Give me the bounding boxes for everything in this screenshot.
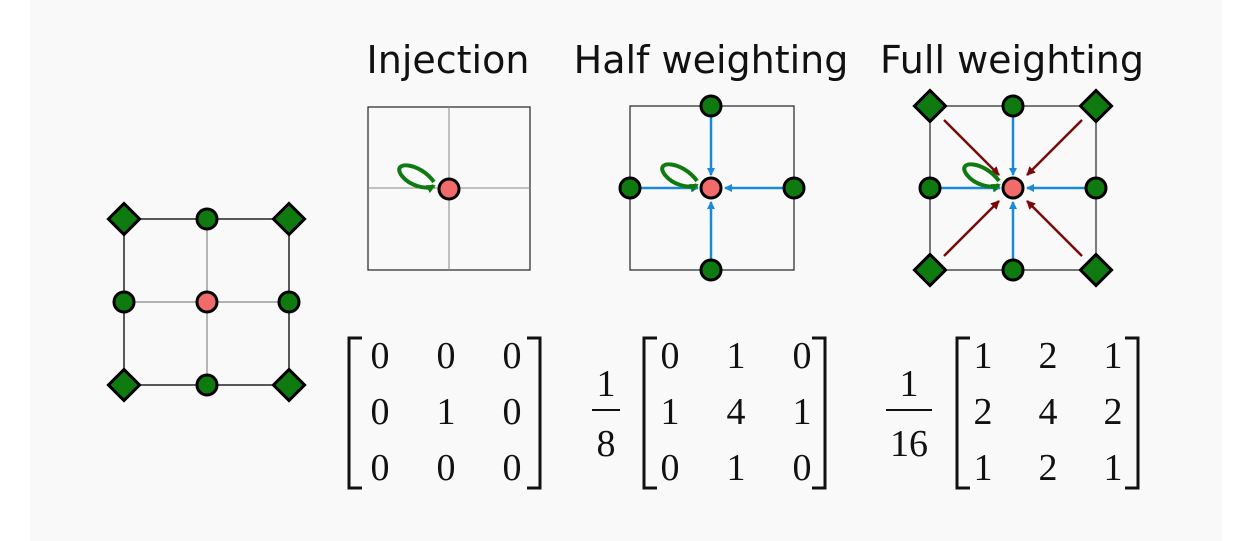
diamond-node-icon [271,367,307,403]
circle-node-icon [782,176,806,200]
center-node-icon [195,290,219,314]
half-weighting-stencil [618,94,806,282]
diamond-node-icon [1078,88,1114,124]
right-bracket [812,336,827,490]
title-injection: Injection [366,38,530,82]
center-node-icon [1001,176,1025,200]
diamond-node-icon [912,252,948,288]
injection-stencil [367,106,531,271]
matrix-cell: 0 [371,447,390,489]
matrix-cell: 2 [1039,447,1058,489]
matrix-cell: 0 [503,391,522,433]
arrow-icon [943,200,1000,257]
matrix-cell: 1 [1104,335,1123,377]
matrix-injection: 0 0 0 0 1 0 0 0 0 [347,335,542,490]
matrix-full-weighting: 1 16 1 2 1 2 4 2 1 2 1 [886,335,1140,490]
self-arrow-icon [397,163,436,194]
matrix-cell: 0 [503,447,522,489]
matrix-cell: 2 [1039,335,1058,377]
circle-node-icon [1084,176,1108,200]
matrix-cell: 0 [793,447,812,489]
circle-node-icon [699,94,723,118]
prefactor-denominator: 16 [890,423,928,465]
matrix-cell: 1 [793,391,812,433]
left-stencil [106,201,307,403]
circle-node-icon [918,176,942,200]
matrix-cell: 1 [727,335,746,377]
circle-node-icon [699,258,723,282]
left-bracket [347,336,362,490]
matrix-cell: 1 [1104,447,1123,489]
circle-node-icon [195,207,219,231]
left-bracket [955,336,970,490]
matrix-cell: 0 [503,335,522,377]
diamond-node-icon [1078,252,1114,288]
arrow-icon [1026,119,1083,176]
left-nodes [106,201,307,403]
arrow-icon [1026,200,1083,257]
matrix-cell: 0 [371,335,390,377]
circle-node-icon [195,373,219,397]
matrix-cell: 0 [437,447,456,489]
matrix-cell: 0 [661,447,680,489]
diamond-node-icon [912,88,948,124]
right-bracket [527,336,542,490]
matrix-cell: 0 [437,335,456,377]
diamond-node-icon [106,367,142,403]
matrix-cell: 4 [1039,391,1058,433]
full-weighting-stencil [912,88,1114,288]
arrow-icon [943,119,1000,176]
matrix-cell: 1 [727,447,746,489]
center-node-icon [699,176,723,200]
matrix-cell: 2 [974,391,993,433]
circle-node-icon [112,290,136,314]
matrix-cell: 1 [974,447,993,489]
matrix-cell: 1 [974,335,993,377]
prefactor-numerator: 1 [597,363,616,405]
diamond-node-icon [106,201,142,237]
title-half-weighting: Half weighting [573,38,849,82]
prefactor-denominator: 8 [597,423,616,465]
self-arrow-icon [962,162,1001,193]
matrix-cell: 4 [727,391,746,433]
matrix-cell: 0 [371,391,390,433]
matrix-cell: 2 [1104,391,1123,433]
diamond-node-icon [271,201,307,237]
matrix-half-weighting: 1 8 0 1 0 1 4 1 0 1 0 [592,335,827,490]
circle-node-icon [618,176,642,200]
self-arrow-icon [660,162,699,193]
matrix-cell: 1 [437,391,456,433]
matrix-cell: 0 [793,335,812,377]
matrix-cell: 0 [661,335,680,377]
circle-node-icon [277,290,301,314]
title-full-weighting: Full weighting [880,38,1144,82]
circle-node-icon [1001,258,1025,282]
left-bracket [642,336,657,490]
matrix-cell: 1 [661,391,680,433]
prefactor-numerator: 1 [900,363,919,405]
right-bracket [1125,336,1140,490]
circle-node-icon [1001,94,1025,118]
center-node-icon [437,177,461,201]
